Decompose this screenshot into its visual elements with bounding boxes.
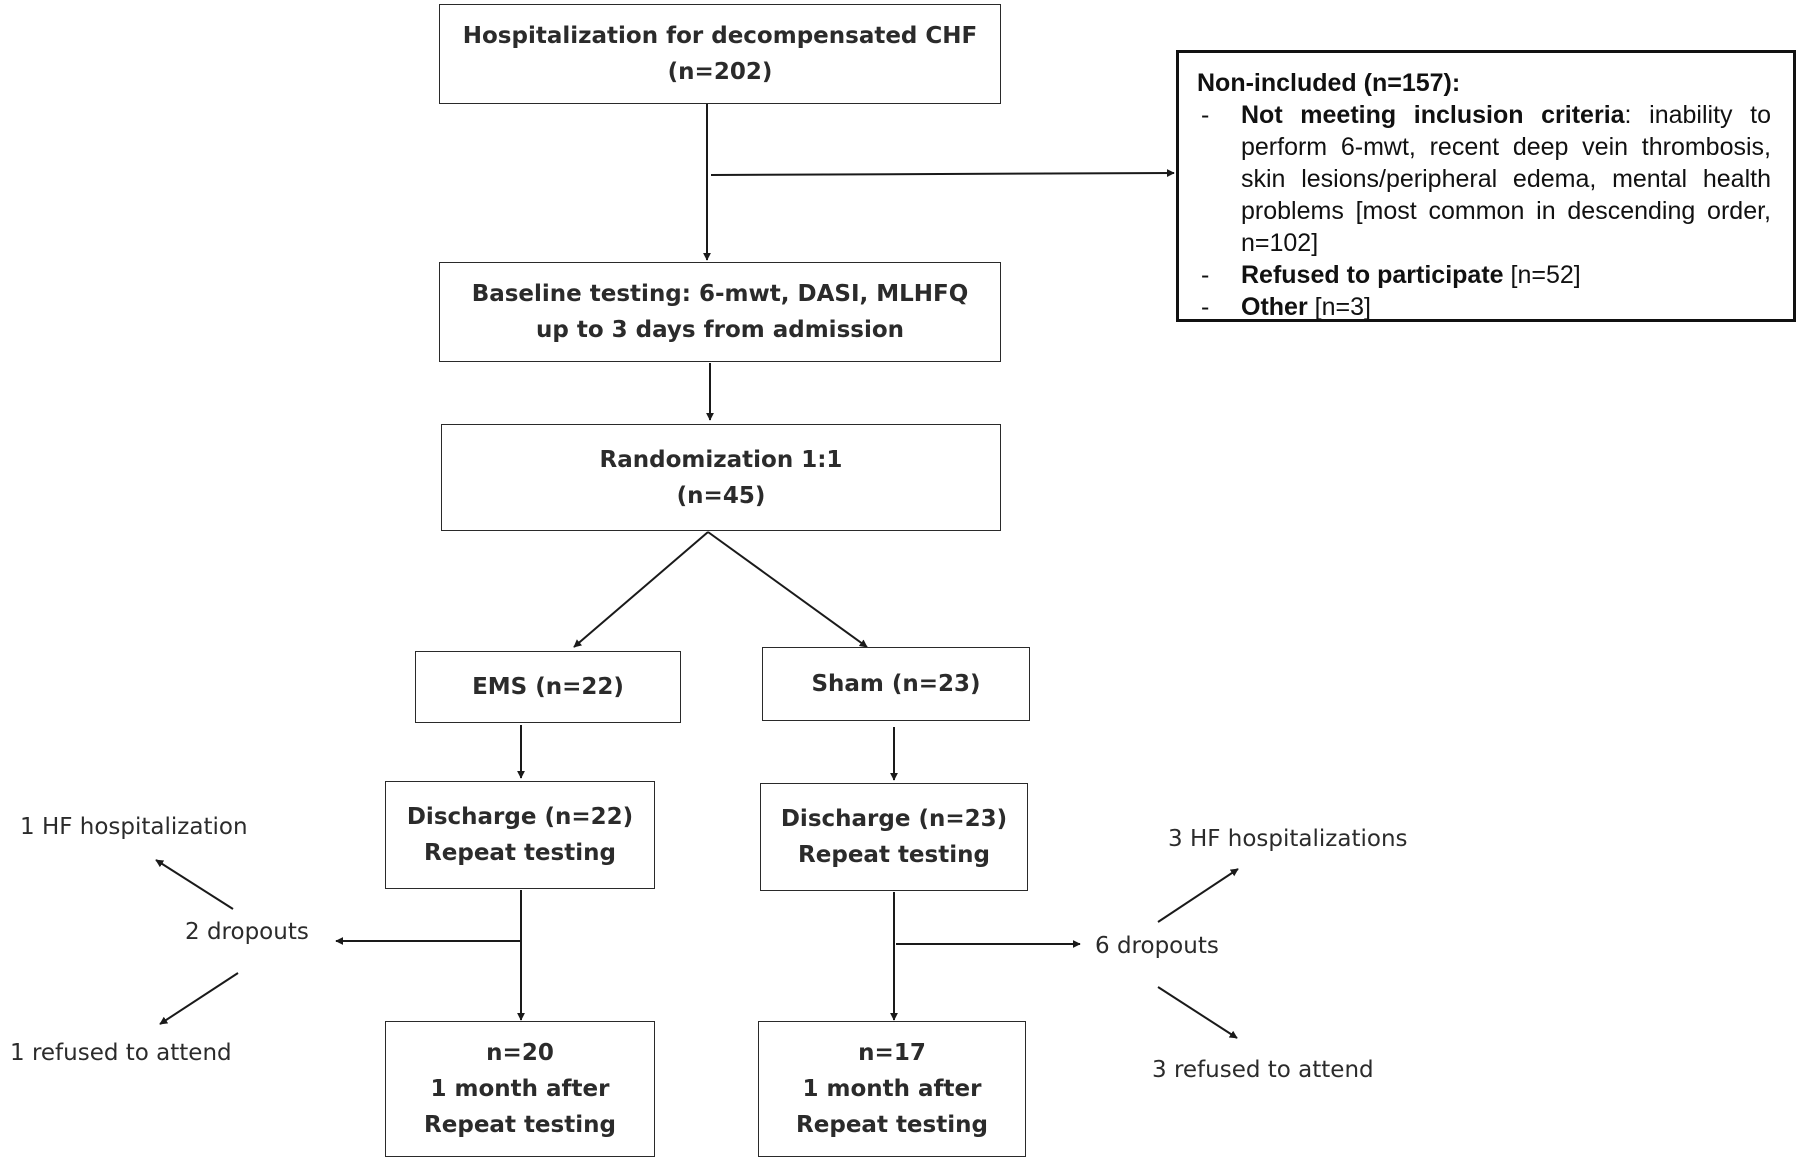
exclusion-item-text: [n=52]: [1503, 261, 1581, 289]
box-ems-final: n=20 1 month after Repeat testing: [385, 1021, 655, 1157]
ems-final-line2: 1 month after: [430, 1076, 610, 1102]
exclusion-item-heading: Refused to participate: [1241, 261, 1504, 289]
ems-dropout-refused: 1 refused to attend: [10, 1040, 232, 1066]
sham-label: Sham (n=23): [811, 671, 981, 697]
randomization-title: Randomization 1:1: [599, 446, 843, 473]
baseline-line1: Baseline testing: 6-mwt, DASI, MLHFQ: [471, 281, 969, 307]
ems-discharge-line1: Discharge (n=22): [406, 804, 634, 830]
exclusion-item-heading: Other: [1241, 293, 1308, 321]
box-sham-discharge: Discharge (n=23) Repeat testing: [760, 783, 1028, 891]
baseline-line2: up to 3 days from admission: [535, 317, 905, 343]
box-exclusion: Non-included (n=157): - Not meeting incl…: [1176, 50, 1796, 322]
arrow-sham-dropout-refused: [1157, 986, 1238, 1039]
ems-dropout-hospitalization: 1 HF hospitalization: [20, 814, 248, 840]
arrow-random-to-sham: [707, 531, 868, 648]
sham-final-line2: 1 month after: [802, 1076, 982, 1102]
randomization-count: (n=45): [676, 482, 766, 509]
box-ems: EMS (n=22): [415, 651, 681, 723]
exclusion-bullet: -: [1201, 101, 1210, 129]
sham-final-count: n=17: [858, 1040, 926, 1066]
ems-final-count: n=20: [486, 1040, 554, 1066]
exclusion-item-heading: Not meeting inclusion criteria: [1241, 101, 1625, 129]
exclusion-bullet: -: [1201, 293, 1210, 321]
arrow-sham-dropout-hosp: [1157, 868, 1239, 923]
arrow-ems-dropout-refused: [159, 972, 239, 1025]
sham-dropout-refused: 3 refused to attend: [1152, 1057, 1374, 1083]
box-hospitalization: Hospitalization for decompensated CHF (n…: [439, 4, 1001, 104]
box-randomization: Randomization 1:1 (n=45): [441, 424, 1001, 531]
exclusion-item: - Not meeting inclusion criteria: inabil…: [1197, 99, 1771, 259]
exclusion-title: Non-included (n=157):: [1197, 69, 1461, 97]
exclusion-bullet: -: [1201, 261, 1210, 289]
sham-dropouts-label: 6 dropouts: [1095, 933, 1219, 959]
exclusion-list: - Not meeting inclusion criteria: inabil…: [1197, 99, 1771, 323]
box-baseline: Baseline testing: 6-mwt, DASI, MLHFQ up …: [439, 262, 1001, 362]
sham-discharge-line2: Repeat testing: [798, 842, 990, 868]
box-sham-final: n=17 1 month after Repeat testing: [758, 1021, 1026, 1157]
box-ems-discharge: Discharge (n=22) Repeat testing: [385, 781, 655, 889]
ems-label: EMS (n=22): [472, 674, 624, 700]
exclusion-item: - Refused to participate [n=52]: [1197, 259, 1771, 291]
exclusion-item-text: [n=3]: [1307, 293, 1371, 321]
exclusion-item: - Other [n=3]: [1197, 291, 1771, 323]
ems-final-line3: Repeat testing: [424, 1112, 616, 1138]
arrow-to-exclusion: [710, 169, 1175, 178]
sham-discharge-line1: Discharge (n=23): [780, 806, 1008, 832]
box-sham: Sham (n=23): [762, 647, 1030, 721]
sham-dropout-hospitalizations: 3 HF hospitalizations: [1168, 826, 1408, 852]
arrow-random-to-ems: [573, 531, 709, 648]
arrow-ems-dropout-hosp: [155, 859, 234, 910]
hospitalization-count: (n=202): [667, 59, 773, 85]
sham-final-line3: Repeat testing: [796, 1112, 988, 1138]
hospitalization-title: Hospitalization for decompensated CHF: [462, 23, 978, 49]
ems-dropouts-label: 2 dropouts: [185, 919, 309, 945]
ems-discharge-line2: Repeat testing: [424, 840, 616, 866]
exclusion-item-text: : inability to perform 6-mwt, recent dee…: [1241, 101, 1772, 257]
